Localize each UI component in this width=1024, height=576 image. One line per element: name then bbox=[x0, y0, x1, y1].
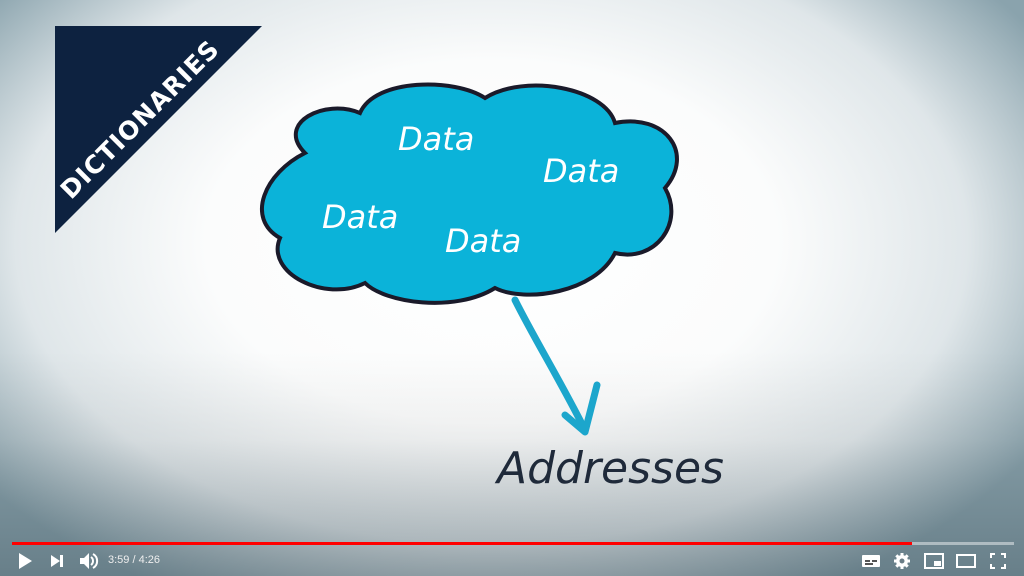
fullscreen-button[interactable] bbox=[986, 550, 1010, 572]
video-vignette bbox=[0, 350, 1024, 576]
play-icon bbox=[19, 553, 32, 569]
progress-bar[interactable] bbox=[12, 542, 1014, 545]
volume-button[interactable] bbox=[77, 550, 101, 572]
addresses-label: Addresses bbox=[497, 443, 724, 494]
cloud-label: Data bbox=[543, 152, 620, 190]
miniplayer-icon bbox=[924, 553, 944, 569]
gear-icon bbox=[894, 553, 910, 569]
subtitles-icon bbox=[862, 555, 880, 567]
next-icon bbox=[51, 555, 63, 567]
cloud-label: Data bbox=[398, 120, 475, 158]
time-display: 3:59 / 4:26 bbox=[108, 554, 160, 566]
cloud-label: Data bbox=[445, 222, 522, 260]
miniplayer-button[interactable] bbox=[922, 550, 946, 572]
time-separator: / bbox=[129, 554, 139, 566]
progress-fill bbox=[12, 542, 912, 545]
volume-icon bbox=[80, 553, 99, 569]
theater-mode-button[interactable] bbox=[954, 550, 978, 572]
arrow-head bbox=[561, 381, 601, 436]
cloud-label: Data bbox=[322, 198, 399, 236]
topic-banner bbox=[55, 26, 262, 233]
cloud-shape bbox=[260, 82, 679, 305]
settings-button[interactable] bbox=[890, 550, 914, 572]
current-time: 3:59 bbox=[108, 554, 130, 566]
fullscreen-icon bbox=[990, 553, 1006, 569]
duration: 4:26 bbox=[138, 554, 161, 566]
next-button[interactable] bbox=[45, 550, 69, 572]
play-button[interactable] bbox=[13, 550, 37, 572]
theater-icon bbox=[956, 554, 976, 568]
arrow-line bbox=[511, 296, 589, 434]
subtitles-button[interactable] bbox=[859, 550, 883, 572]
